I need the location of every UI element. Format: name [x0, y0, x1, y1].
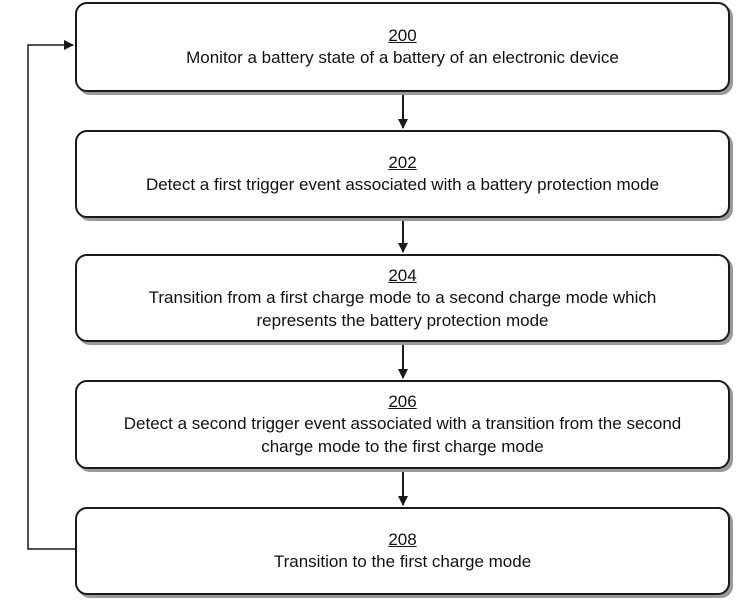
step-208-reference-number: 208 — [388, 529, 416, 550]
step-200-text: Monitor a battery state of a battery of … — [186, 46, 619, 69]
step-204-reference-number: 204 — [388, 265, 416, 286]
step-206-box: 206 Detect a second trigger event associ… — [75, 380, 730, 469]
loop-back-arrow-208-to-200 — [28, 45, 75, 549]
step-200-reference-number: 200 — [388, 25, 416, 46]
step-202-text: Detect a first trigger event associated … — [146, 173, 659, 196]
step-200-box: 200 Monitor a battery state of a battery… — [75, 2, 730, 92]
step-208-text: Transition to the first charge mode — [274, 550, 531, 573]
step-206-reference-number: 206 — [388, 391, 416, 412]
step-204-text-line-1: Transition from a first charge mode to a… — [149, 286, 657, 309]
step-206-text-line-2: charge mode to the first charge mode — [261, 435, 544, 458]
step-204-box: 204 Transition from a first charge mode … — [75, 254, 730, 342]
step-202-reference-number: 202 — [388, 152, 416, 173]
step-206-text-line-1: Detect a second trigger event associated… — [124, 412, 682, 435]
step-208-box: 208 Transition to the first charge mode — [75, 507, 730, 595]
step-204-text-line-2: represents the battery protection mode — [257, 309, 549, 332]
step-202-box: 202 Detect a first trigger event associa… — [75, 130, 730, 218]
